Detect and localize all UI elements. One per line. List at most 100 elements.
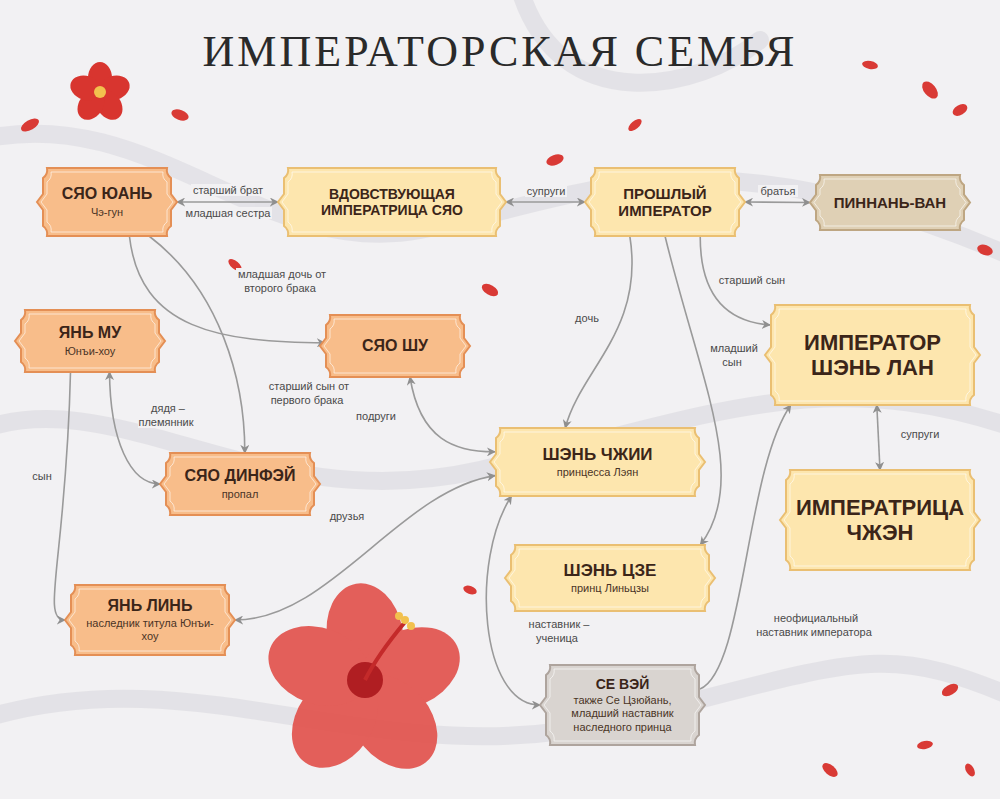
member-name: СЯО ДИНФЭЙ	[185, 467, 296, 485]
member-name: ШЭНЬ ЦЗЕ	[564, 561, 657, 581]
relation-label: дядя – племянник	[128, 402, 206, 430]
box-content: ВДОВСТВУЮЩАЯ ИМПЕРАТРИЦА СЯО	[278, 168, 506, 236]
member-name: ИМПЕРАТРИЦА ЧЖЭН	[796, 495, 964, 546]
box-content: ШЭНЬ ЦЗЕпринц Линьцзы	[505, 545, 715, 611]
family-member-box: СЯО ШУ	[320, 315, 470, 377]
member-name: ПРОШЛЫЙ ИМПЕРАТОР	[601, 185, 729, 220]
relation-label: супруги	[510, 185, 582, 199]
member-name: СЯО ЮАНЬ	[62, 185, 153, 203]
relation-label: наставник – ученица	[508, 618, 608, 646]
banner-inner-line	[509, 549, 711, 607]
banner-inner-line	[164, 457, 316, 511]
relation-label-text: старший сын	[717, 274, 787, 286]
banner-fill	[278, 168, 506, 236]
box-content: ШЭНЬ ЧЖИИпринцесса Лэян	[490, 428, 705, 496]
family-member-box: ИМПЕРАТРИЦА ЧЖЭН	[780, 470, 980, 570]
relation-label-text: наставник – ученица	[527, 618, 590, 644]
banner-fill	[160, 453, 320, 515]
relation-connector	[700, 405, 791, 689]
member-title: Чэ-гун	[91, 206, 123, 219]
relation-label-text: супруги	[525, 185, 568, 197]
relation-label: неофициальный наставник императора	[750, 612, 880, 640]
relation-label: старший сын от первого брака	[252, 380, 364, 408]
relation-label: подруги	[350, 410, 402, 424]
relation-label-text: дочь	[573, 312, 601, 324]
banner-inner-line	[494, 432, 701, 492]
relation-connector	[877, 405, 880, 470]
banner-fill	[505, 545, 715, 611]
relation-label-text: младшая дочь от второго брака	[236, 268, 326, 294]
banner-inner-line	[544, 669, 701, 741]
box-content: ИМПЕРАТОР ШЭНЬ ЛАН	[765, 305, 980, 405]
family-member-box: ШЭНЬ ЦЗЕпринц Линьцзы	[505, 545, 715, 611]
banner-fill	[15, 310, 165, 372]
banner-fill	[37, 168, 177, 236]
member-title: Юнъи-хоу	[65, 345, 116, 358]
relation-label-text: младший сын	[708, 342, 758, 368]
banner-inner-line	[784, 474, 976, 566]
box-content: СЯО ЮАНЬ Чэ-гун	[37, 168, 177, 236]
relation-label: супруги	[890, 428, 950, 442]
banner-fill	[65, 585, 235, 655]
relation-label-text: дядя – племянник	[138, 402, 195, 428]
relation-connector	[565, 236, 632, 428]
relation-connector	[110, 372, 161, 484]
family-member-box: ЯНЬ ЛИНЬ наследник титула Юнъи-хоу	[65, 585, 235, 655]
member-name: ИМПЕРАТОР ШЭНЬ ЛАН	[781, 330, 964, 381]
family-member-box: СЕ ВЭЙ также Се Цзюйань, младший наставни…	[540, 665, 705, 745]
relation-label: старший брат	[179, 184, 277, 198]
relation-label-text: сын	[30, 470, 53, 482]
banner-fill	[780, 470, 980, 570]
member-name: ЯНЬ МУ	[59, 324, 121, 342]
relation-label: друзья	[320, 510, 374, 524]
relation-label-text: старший брат	[191, 184, 265, 196]
relation-label: младшая дочь от второго брака	[222, 268, 340, 296]
relation-label-text: старший сын от первого брака	[267, 380, 349, 406]
banner-inner-line	[814, 179, 966, 226]
banner-fill	[540, 665, 705, 745]
banner-fill	[765, 305, 980, 405]
member-name: СЯО ШУ	[362, 337, 428, 355]
member-title: принц Линьцзы	[571, 582, 649, 595]
family-member-box: СЯО ДИНФЭЙ пропал	[160, 453, 320, 515]
box-content: СЯО ДИНФЭЙ пропал	[160, 453, 320, 515]
banner-inner-line	[41, 172, 173, 232]
relation-label-text: супруги	[899, 428, 942, 440]
relation-label: старший сын	[712, 274, 792, 288]
box-content: СЕ ВЭЙ также Се Цзюйань, младший наставни…	[540, 665, 705, 745]
banner-inner-line	[589, 172, 741, 232]
member-name: ВДОВСТВУЮЩАЯ ИМПЕРАТРИЦА СЯО	[294, 186, 490, 218]
relation-label-text: неофициальный наставник императора	[756, 612, 874, 638]
family-member-box: ЯНЬ МУ Юнъи-хоу	[15, 310, 165, 372]
relation-label-text: друзья	[328, 510, 367, 522]
relation-label-text: подруги	[354, 410, 398, 422]
family-member-box: ИМПЕРАТОР ШЭНЬ ЛАН	[765, 305, 980, 405]
member-title: пропал	[222, 488, 259, 501]
family-member-box: ПРОШЛЫЙ ИМПЕРАТОР	[585, 168, 745, 236]
relation-connector	[665, 236, 721, 545]
banner-fill	[585, 168, 745, 236]
banner-fill	[810, 175, 970, 230]
relation-connector	[410, 377, 495, 452]
relation-connector	[177, 201, 278, 203]
diagram-title: ИМПЕРАТОРСКАЯ СЕМЬЯ	[0, 26, 1000, 77]
member-title: также Се Цзюйань, младший наставник насл…	[556, 694, 689, 734]
box-content: ИМПЕРАТРИЦА ЧЖЭН	[780, 470, 980, 570]
relation-label-text: младшая сестра	[184, 207, 273, 219]
box-content: ПИННАНЬ-ВАН	[810, 175, 970, 230]
member-name: ШЭНЬ ЧЖИИ	[542, 445, 652, 465]
relation-label: младшая сестра	[179, 207, 277, 221]
banner-fill	[320, 315, 470, 377]
box-content: ЯНЬ ЛИНЬ наследник титула Юнъи-хоу	[65, 585, 235, 655]
box-content: СЯО ШУ	[320, 315, 470, 377]
member-name: ЯНЬ ЛИНЬ	[108, 597, 193, 615]
banner-inner-line	[282, 172, 502, 232]
family-member-box: СЯО ЮАНЬ Чэ-гун	[37, 168, 177, 236]
relation-label: сын	[26, 470, 58, 484]
member-title: наследник титула Юнъи-хоу	[81, 617, 219, 643]
member-name: СЕ ВЭЙ	[596, 676, 649, 692]
member-name: ПИННАНЬ-ВАН	[834, 194, 946, 211]
relation-label: братья	[747, 185, 809, 199]
box-content: ЯНЬ МУ Юнъи-хоу	[15, 310, 165, 372]
